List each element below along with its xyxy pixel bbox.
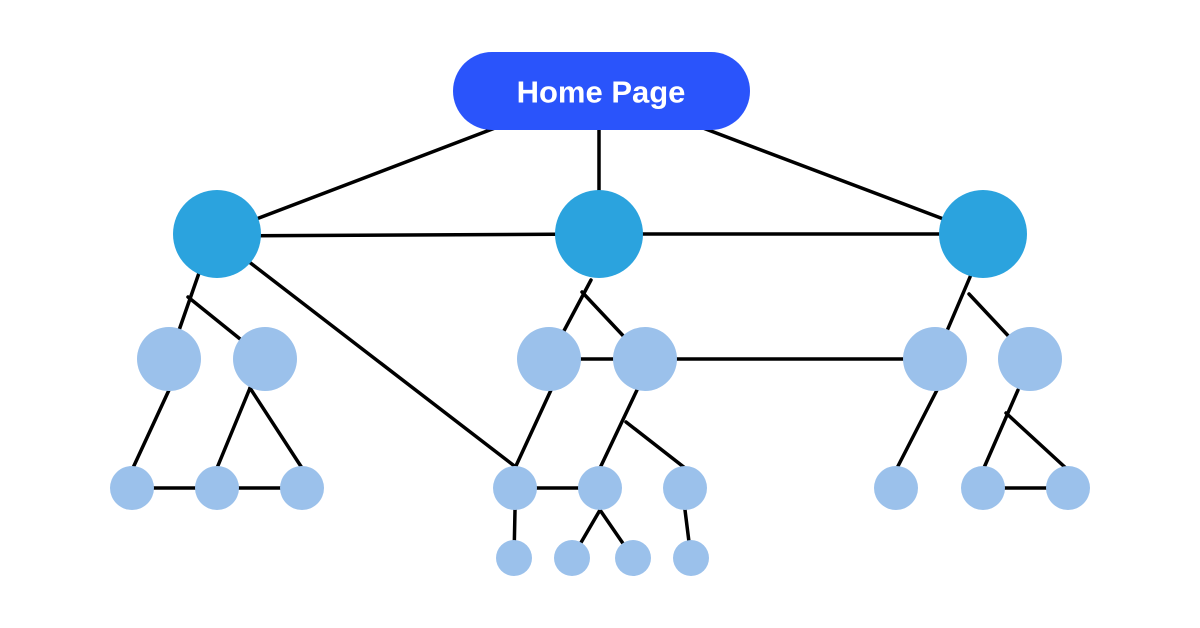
subpage-node-a2[interactable] [233,327,297,391]
subpage-node-a3[interactable] [280,466,324,510]
subpage-node-d1[interactable] [496,540,532,576]
subpage-node-b2[interactable] [613,327,677,391]
home-page-label: Home Page [517,75,686,110]
subpage-node-c2[interactable] [961,466,1005,510]
page-nodes [110,190,1090,576]
section-node-c[interactable] [939,190,1027,278]
subpage-node-b1[interactable] [493,466,537,510]
section-node-a[interactable] [173,190,261,278]
subpage-node-d2[interactable] [554,540,590,576]
section-node-b[interactable] [555,190,643,278]
connection-lines [130,126,1070,560]
subpage-node-b1[interactable] [517,327,581,391]
connector-line-22 [1004,411,1070,472]
connector-line-17 [513,388,553,470]
connector-line-18 [598,388,639,470]
subpage-node-d3[interactable] [615,540,651,576]
subpage-node-a2[interactable] [195,466,239,510]
subpage-node-d4[interactable] [673,540,709,576]
connector-line-19 [624,420,687,470]
connector-line-1 [215,126,497,236]
home-page-node[interactable]: Home Page [453,52,750,130]
home-page-pill [453,52,750,130]
subpage-node-a1[interactable] [110,466,154,510]
connector-line-16 [248,386,304,470]
subpage-node-c1[interactable] [874,466,918,510]
connector-line-14 [130,388,171,472]
subpage-node-b2[interactable] [578,466,622,510]
connector-line-21 [981,388,1020,472]
subpage-node-a1[interactable] [137,327,201,391]
subpage-node-b3[interactable] [663,466,707,510]
subpage-node-c3[interactable] [1046,466,1090,510]
connector-line-3 [701,126,985,236]
connector-line-8 [242,256,519,470]
connector-line-4 [215,232,601,238]
subpage-node-c2[interactable] [998,327,1062,391]
subpage-node-c1[interactable] [903,327,967,391]
connector-line-20 [894,388,939,472]
connector-line-15 [215,386,252,470]
